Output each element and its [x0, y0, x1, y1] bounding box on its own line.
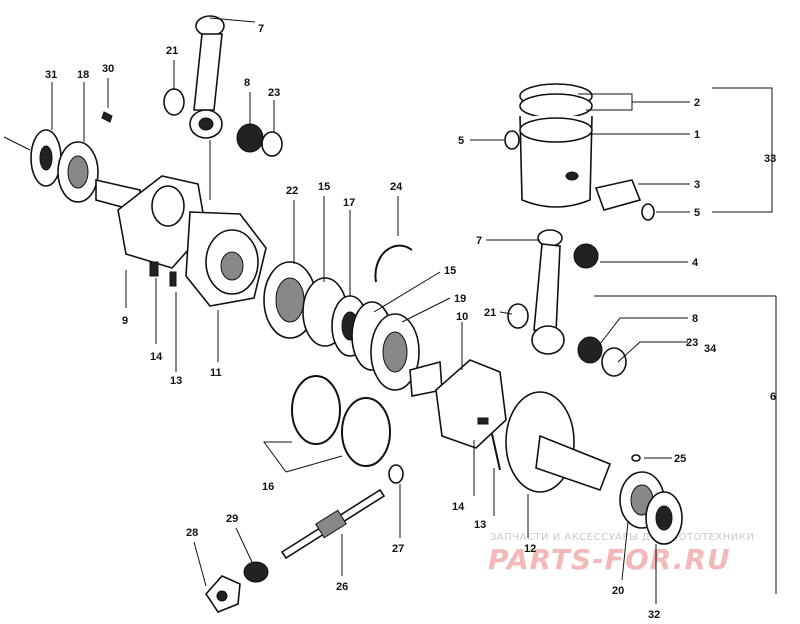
label-25: 25 — [674, 453, 686, 465]
center-bearings — [263, 244, 420, 391]
label-14-right: 14 — [452, 501, 465, 513]
piston-rings — [291, 375, 391, 467]
label-19: 19 — [454, 293, 466, 305]
label-8-right: 8 — [692, 313, 698, 325]
label-13-right: 13 — [474, 519, 486, 531]
label-27: 27 — [392, 543, 404, 555]
label-28: 28 — [186, 527, 198, 539]
label-34: 34 — [704, 343, 717, 355]
label-8-top: 8 — [244, 77, 250, 89]
label-17: 17 — [343, 197, 355, 209]
label-23-top: 23 — [268, 87, 280, 99]
connecting-rod-top — [163, 15, 283, 157]
leader-lines — [51, 17, 777, 604]
label-23-right: 23 — [686, 337, 698, 349]
label-4: 4 — [692, 257, 699, 269]
crank-half-right — [409, 359, 612, 493]
label-9: 9 — [122, 315, 128, 327]
watermark-brand: PARTS-FOR.RU — [488, 543, 731, 576]
label-26: 26 — [336, 581, 348, 593]
label-30: 30 — [102, 63, 114, 75]
label-6: 6 — [770, 391, 776, 403]
label-3: 3 — [694, 179, 700, 191]
label-1: 1 — [694, 129, 700, 141]
label-20: 20 — [612, 585, 624, 597]
label-7-right: 7 — [476, 235, 482, 247]
label-21-right: 21 — [484, 307, 496, 319]
label-11: 11 — [210, 367, 222, 379]
part-labels: 7 21 8 23 31 18 30 2 1 5 33 3 5 22 15 17… — [45, 23, 776, 621]
label-24: 24 — [390, 181, 403, 193]
label-7-top: 7 — [258, 23, 264, 35]
label-5-left: 5 — [458, 135, 464, 147]
label-16: 16 — [262, 481, 274, 493]
crank-half-left — [117, 175, 267, 307]
label-29: 29 — [226, 513, 238, 525]
label-12: 12 — [524, 543, 536, 555]
label-31: 31 — [45, 69, 57, 81]
label-5-right: 5 — [694, 207, 700, 219]
label-2: 2 — [694, 97, 700, 109]
main-bearing-right — [619, 454, 683, 545]
label-21-top: 21 — [166, 45, 178, 57]
watermark-caption: ЗАПЧАСТИ И АКСЕССУАРЫ ДЛЯ МОТОТЕХНИКИ — [490, 532, 754, 543]
label-15-right: 15 — [444, 265, 456, 277]
connecting-rod-right — [507, 229, 627, 377]
label-15-top: 15 — [318, 181, 330, 193]
label-33: 33 — [764, 153, 776, 165]
label-22: 22 — [286, 185, 298, 197]
label-14-left: 14 — [150, 351, 163, 363]
main-bearing-left — [3, 111, 141, 214]
label-18: 18 — [77, 69, 89, 81]
piston — [504, 83, 655, 221]
label-32: 32 — [648, 609, 660, 621]
shaft-parts — [204, 464, 404, 613]
label-10: 10 — [456, 311, 468, 323]
label-13-left: 13 — [170, 375, 182, 387]
